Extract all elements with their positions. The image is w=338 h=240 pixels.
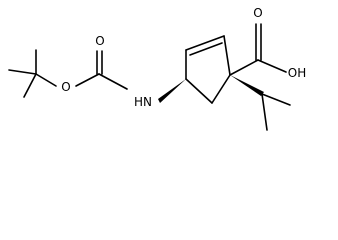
isopropyl-group [230,75,291,131]
bond-isopropyl-methyl-right [261,93,291,106]
atom-label-acid-carbonyl-oxygen: O [253,6,262,20]
wedge-c4-to-nh [158,79,186,103]
atom-label-boc-ester-oxygen: O [61,80,70,94]
atom-label-amine-nh: HN [134,95,152,109]
bond-c1-to-acid-carbon [229,59,259,76]
bond-tbu-methyl-bottom [23,73,37,98]
boc-carbamate-group [75,50,128,90]
atom-labels: O O HN O OH [61,6,306,109]
bond-c1-c5 [211,74,231,104]
atom-label-acid-hydroxyl: OH [288,66,306,80]
atom-label-boc-carbonyl-oxygen: O [95,34,104,48]
bond-oxygen-to-carbonyl [75,73,100,87]
cyclopentene-ring [158,35,231,104]
wedge-c1-to-isopropyl [230,75,264,96]
bond-tbu-to-oxygen [35,73,57,87]
bond-c3-c2 [185,35,225,51]
bond-c2-c1 [223,35,231,76]
bond-acid-to-oh [257,59,287,73]
bond-c5-c4 [185,78,213,104]
bond-c3-c2-double [189,42,223,56]
structure-diagram: O O HN O OH [8,6,306,131]
carboxylic-acid-group [229,23,287,76]
bond-tbu-methyl-left [8,69,37,75]
bond-carbonyl-to-nitrogen [98,73,128,90]
tert-butyl-group [8,49,57,98]
bond-isopropyl-methyl-bottom [261,93,268,131]
